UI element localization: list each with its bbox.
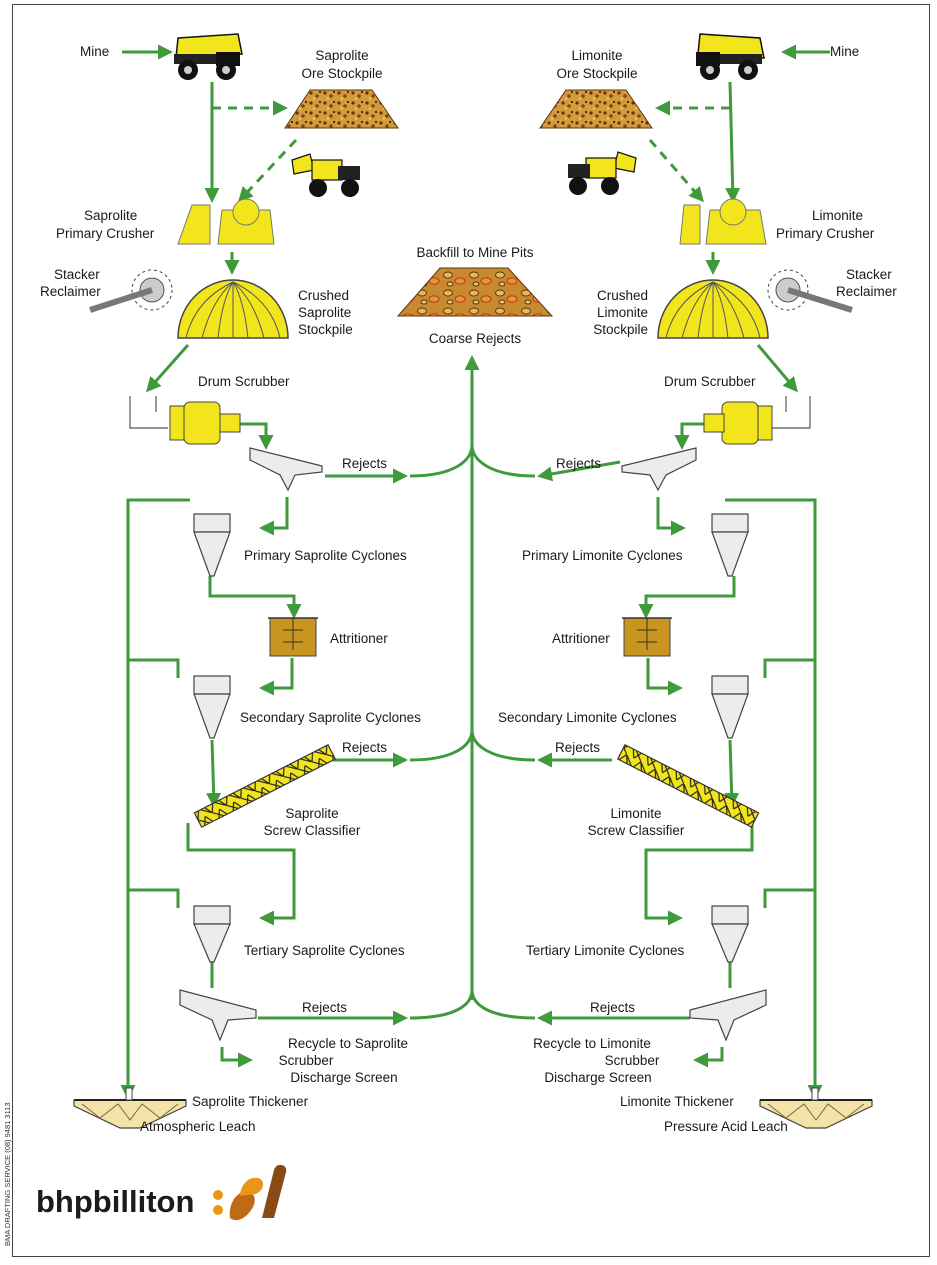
saprolite-primary-crusher-label: Saprolite xyxy=(84,208,137,223)
primary-limonite-cyclone xyxy=(711,513,749,577)
limonite-ore-stockpile-label-2: Ore Stockpile xyxy=(556,66,637,81)
truck-icon xyxy=(696,33,765,80)
stacker-reclaimer-icon xyxy=(767,269,853,313)
saprolite-ore-stockpile-label: Saprolite xyxy=(315,48,368,63)
rejects-label-2-left: Rejects xyxy=(342,740,387,755)
drum-scrubber-label-left: Drum Scrubber xyxy=(198,374,290,389)
backfill-label: Backfill to Mine Pits xyxy=(416,245,533,260)
coarse-rejects-pile xyxy=(396,267,554,317)
secondary-saprolite-cyclones-label: Secondary Saprolite Cyclones xyxy=(240,710,421,725)
primary-saprolite-cyclones-label: Primary Saprolite Cyclones xyxy=(244,548,407,563)
limonite-thickener-label: Limonite Thickener xyxy=(620,1094,734,1109)
rejects-label-3-left: Rejects xyxy=(302,1000,347,1015)
rejects-label-1-left: Rejects xyxy=(342,456,387,471)
recycle-saprolite-label-2: Scrubber xyxy=(279,1053,334,1068)
crushed-saprolite-label: Crushed xyxy=(298,288,349,303)
limonite-ore-stockpile-label: Limonite xyxy=(571,48,622,63)
recycle-limonite-label-2: Scrubber xyxy=(605,1053,660,1068)
limonite-thickener xyxy=(759,1087,873,1129)
bhpbilliton-logo-icon xyxy=(213,1164,287,1221)
stacker-reclaimer-icon xyxy=(89,269,173,313)
limonite-screw-classifier-label: Limonite xyxy=(610,806,661,821)
tertiary-limonite-cyclone xyxy=(711,905,749,963)
rejects-label-1-right: Rejects xyxy=(556,456,601,471)
recycle-saprolite-label-3: Discharge Screen xyxy=(290,1070,397,1085)
scrubber-screen-right xyxy=(621,447,697,492)
rejects-label-3-right: Rejects xyxy=(590,1000,635,1015)
loader-icon xyxy=(568,151,637,195)
attritioner-label-left: Attritioner xyxy=(330,631,388,646)
rejects-trunk xyxy=(409,355,536,1020)
stacker-reclaimer-label-right: Stacker xyxy=(846,267,892,282)
limonite-ore-stockpile xyxy=(539,89,653,129)
saprolite-primary-crusher-label-2: Primary Crusher xyxy=(56,226,155,241)
secondary-saprolite-cyclone xyxy=(193,675,231,739)
tertiary-saprolite-cyclone xyxy=(193,905,231,963)
primary-saprolite-cyclone xyxy=(193,513,231,577)
stacker-reclaimer-label-right-2: Reclaimer xyxy=(836,284,897,299)
recycle-limonite-label: Recycle to Limonite xyxy=(533,1036,651,1051)
drum-scrubber-right xyxy=(703,396,811,445)
scrubber-screen-left xyxy=(249,447,323,492)
diagram-frame xyxy=(12,4,930,1257)
mine-label-right: Mine xyxy=(830,44,859,59)
truck-icon xyxy=(174,33,243,80)
limonite-screw-classifier-label-2: Screw Classifier xyxy=(588,823,685,838)
brand-wordmark: bhpbilliton xyxy=(36,1184,194,1219)
drum-scrubber-label-right: Drum Scrubber xyxy=(664,374,756,389)
crushed-saprolite-label-2: Saprolite xyxy=(298,305,351,320)
tertiary-saprolite-cyclones-label: Tertiary Saprolite Cyclones xyxy=(244,943,405,958)
limonite-screw-classifier xyxy=(616,743,760,828)
mine-label-left: Mine xyxy=(80,44,109,59)
rejects-label-2-right: Rejects xyxy=(555,740,600,755)
secondary-limonite-cyclones-label: Secondary Limonite Cyclones xyxy=(498,710,677,725)
crushed-limonite-stockpile xyxy=(657,279,769,339)
atmospheric-leach-label: Atmospheric Leach xyxy=(140,1119,256,1134)
attritioner-right xyxy=(622,617,672,657)
loader-icon xyxy=(291,153,360,197)
pressure-acid-leach-label: Pressure Acid Leach xyxy=(664,1119,788,1134)
crushed-saprolite-stockpile xyxy=(177,279,289,339)
crushed-limonite-label-2: Limonite xyxy=(597,305,648,320)
saprolite-ore-stockpile xyxy=(284,89,399,129)
limonite-primary-crusher xyxy=(679,198,767,245)
primary-limonite-cyclones-label: Primary Limonite Cyclones xyxy=(522,548,683,563)
attritioner-left xyxy=(268,617,318,657)
secondary-limonite-cyclone xyxy=(711,675,749,739)
flow-lines-left xyxy=(120,44,408,1125)
stacker-reclaimer-label-left: Stacker xyxy=(54,267,100,282)
saprolite-primary-crusher xyxy=(177,198,275,245)
saprolite-thickener xyxy=(73,1087,187,1129)
attritioner-label-right: Attritioner xyxy=(552,631,610,646)
discharge-screen-right xyxy=(689,989,767,1042)
saprolite-screw-classifier xyxy=(193,743,337,828)
recycle-limonite-label-3: Discharge Screen xyxy=(544,1070,651,1085)
crushed-limonite-label: Crushed xyxy=(597,288,648,303)
limonite-primary-crusher-label: Limonite xyxy=(812,208,863,223)
crushed-limonite-label-3: Stockpile xyxy=(593,322,648,337)
saprolite-thickener-label: Saprolite Thickener xyxy=(192,1094,309,1109)
stacker-reclaimer-label-left-2: Reclaimer xyxy=(40,284,101,299)
crushed-saprolite-label-3: Stockpile xyxy=(298,322,353,337)
saprolite-screw-classifier-label-2: Screw Classifier xyxy=(264,823,361,838)
saprolite-screw-classifier-label: Saprolite xyxy=(285,806,338,821)
tertiary-limonite-cyclones-label: Tertiary Limonite Cyclones xyxy=(526,943,685,958)
recycle-saprolite-label: Recycle to Saprolite xyxy=(288,1036,408,1051)
drum-scrubber-left xyxy=(129,396,241,445)
coarse-rejects-label: Coarse Rejects xyxy=(429,331,522,346)
discharge-screen-left xyxy=(179,989,257,1042)
drafting-service-note: BMA DRAFTING SERVICE (08) 9481 3113 xyxy=(3,1102,12,1246)
limonite-primary-crusher-label-2: Primary Crusher xyxy=(776,226,875,241)
flow-lines-right xyxy=(537,44,830,1125)
saprolite-ore-stockpile-label-2: Ore Stockpile xyxy=(301,66,382,81)
